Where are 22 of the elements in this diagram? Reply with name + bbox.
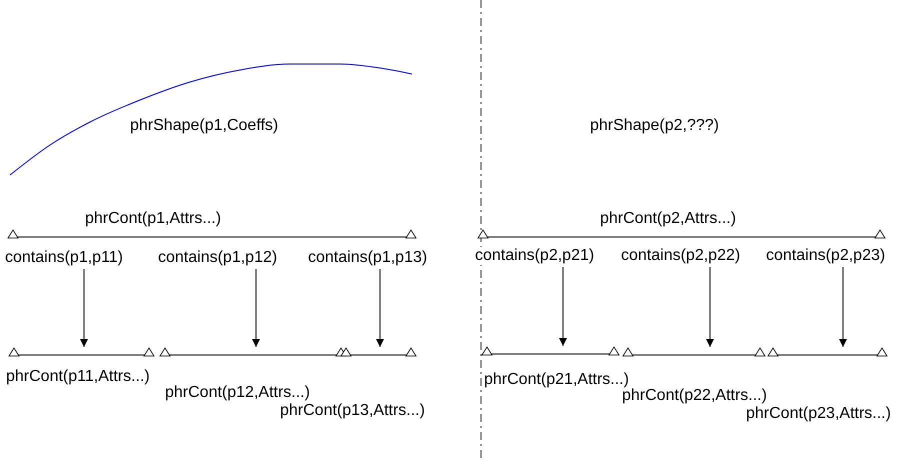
shape-label: phrShape(p2,???) (590, 117, 719, 135)
arrow (376, 268, 384, 348)
segment-label: phrCont(p1,Attrs...) (85, 210, 222, 228)
segment-label: phrCont(p12,Attrs...) (165, 384, 310, 402)
relation-label: contains(p2,p21) (475, 247, 594, 265)
segment-label: phrCont(p11,Attrs...) (6, 368, 150, 386)
relation-label: contains(p2,p22) (621, 247, 740, 265)
arrow (706, 266, 714, 348)
relation-label: contains(p1,p13) (308, 249, 428, 267)
segment-label: phrCont(p22,Attrs...) (622, 387, 767, 405)
segment-label: phrCont(p21,Attrs...) (484, 371, 629, 388)
shape-label: phrShape(p1,Coeffs) (130, 117, 278, 135)
relation-label: contains(p1,p12) (158, 249, 278, 267)
segment-label: phrCont(p23,Attrs...) (746, 405, 891, 423)
relation-label: contains(p2,p23) (766, 247, 886, 265)
arrow (559, 266, 567, 346)
segment-label: phrCont(p2,Attrs...) (600, 210, 736, 228)
arrow (839, 266, 847, 348)
arrow (80, 268, 88, 348)
arrow (252, 268, 260, 348)
segment-label: phrCont(p13,Attrs...) (280, 402, 425, 420)
relation-label: contains(p1,p11) (5, 249, 123, 267)
